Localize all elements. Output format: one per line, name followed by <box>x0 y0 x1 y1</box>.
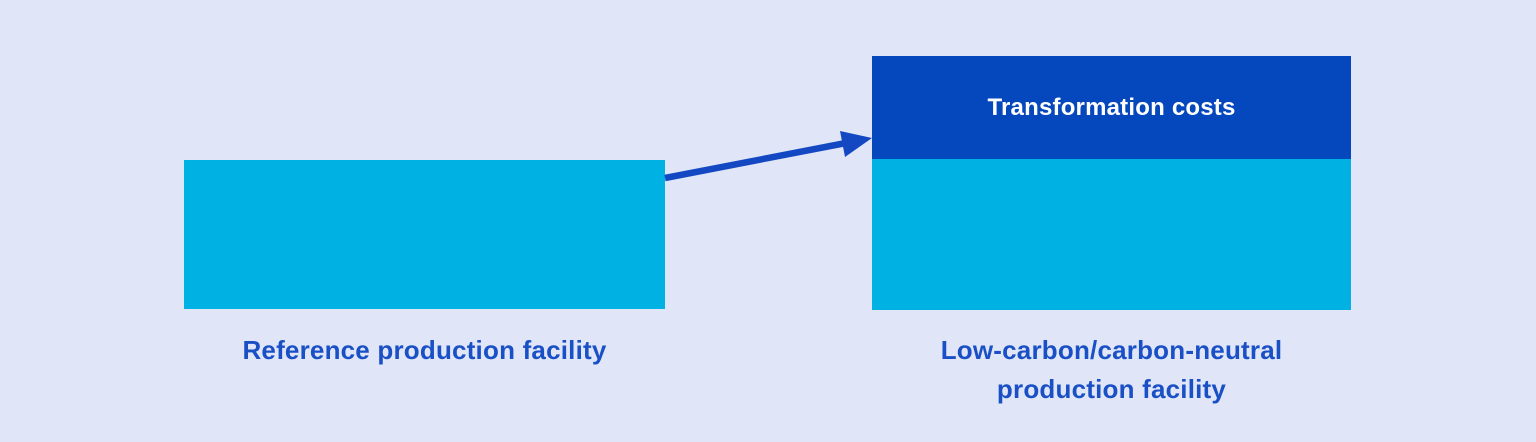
low-carbon-facility-label: Low-carbon/carbon-neutral production fac… <box>852 331 1371 409</box>
transformation-costs-segment: Transformation costs <box>872 56 1351 159</box>
low-carbon-facility-label-line1: Low-carbon/carbon-neutral <box>940 335 1283 365</box>
production-costs-segment <box>872 159 1351 310</box>
low-carbon-facility-label-line2: production facility <box>996 374 1227 404</box>
reference-facility-bar <box>184 160 665 309</box>
low-carbon-facility-bar: Transformation costs <box>872 56 1351 310</box>
transformation-costs-label: Transformation costs <box>987 93 1236 121</box>
reference-facility-label: Reference production facility <box>242 335 607 365</box>
